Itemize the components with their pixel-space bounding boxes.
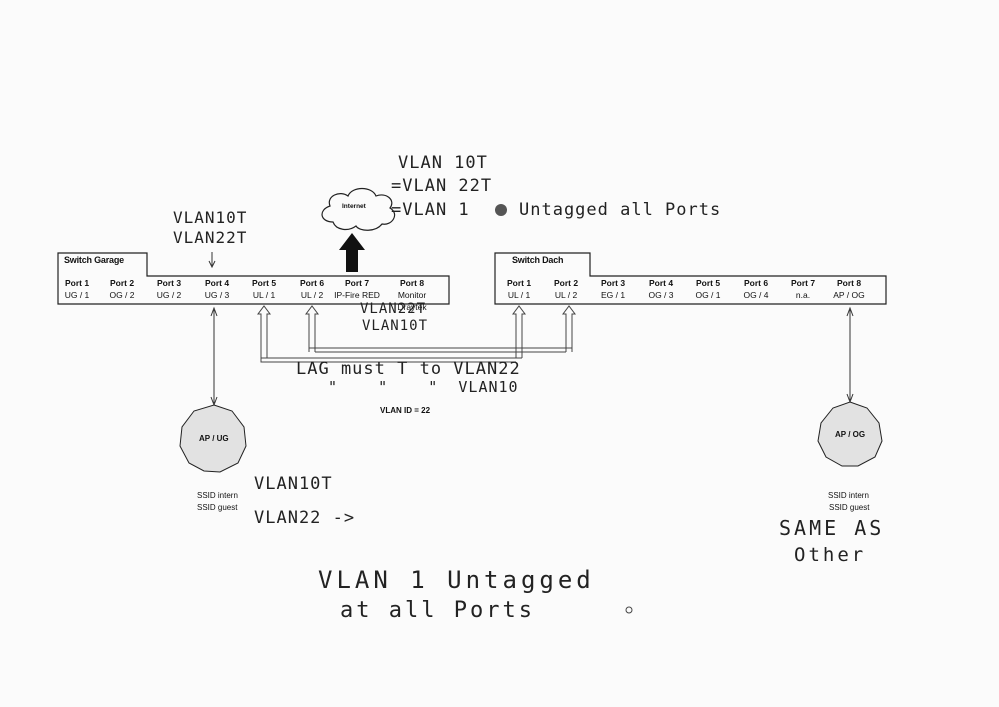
switch-dach-outline xyxy=(494,252,887,305)
port-name: Port 5 xyxy=(251,278,277,288)
note-port4-vlan22t: VLAN22T xyxy=(173,228,248,247)
port-assignment: AP / OG xyxy=(833,290,865,300)
note-bottom-all-ports: at all Ports xyxy=(340,598,535,623)
port-name: Port 6 xyxy=(743,278,769,288)
port-name: Port 1 xyxy=(64,278,90,288)
switch-garage-port-3: Port 3 UG / 2 xyxy=(144,277,194,301)
ap-ug-ssid-intern: SSID intern xyxy=(197,491,238,500)
port-assignment: UL / 2 xyxy=(300,290,324,300)
port-assignment: Monitor Draytek xyxy=(397,290,427,312)
switch-garage-port-2: Port 2 OG / 2 xyxy=(97,277,147,301)
port-assignment: n.a. xyxy=(795,290,811,300)
port-name: Port 5 xyxy=(695,278,721,288)
port-name: Port 7 xyxy=(790,278,816,288)
note-port7-vlan22t: VLAN22T xyxy=(360,301,427,317)
switch-dach-port-4: Port 4 OG / 3 xyxy=(636,277,686,301)
ap-og-ssid-guest: SSID guest xyxy=(829,503,870,512)
port-name: Port 2 xyxy=(109,278,135,288)
note-ap-og-other: Other xyxy=(794,544,867,566)
port-assignment: OG / 4 xyxy=(743,290,769,300)
port-assignment: OG / 3 xyxy=(648,290,674,300)
switch-dach-port-1: Port 1 UL / 1 xyxy=(494,277,544,301)
port-assignment: UG / 1 xyxy=(64,290,90,300)
internet-uplink-arrow xyxy=(339,233,365,272)
note-port7-vlan10t: VLAN10T xyxy=(362,318,429,334)
switch-dach-port-3: Port 3 EG / 1 xyxy=(588,277,638,301)
port-assignment: UG / 2 xyxy=(156,290,182,300)
port-name: Port 3 xyxy=(600,278,626,288)
port-name: Port 4 xyxy=(204,278,230,288)
switch-dach-port-6: Port 6 OG / 4 xyxy=(731,277,781,301)
note-internet-vlan1: =VLAN 1 xyxy=(391,200,470,220)
port-assignment: OG / 2 xyxy=(109,290,135,300)
lag-links xyxy=(257,305,576,363)
port-name: Port 6 xyxy=(299,278,325,288)
port-assignment: UL / 1 xyxy=(507,290,531,300)
switch-garage-port-1: Port 1 UG / 1 xyxy=(52,277,102,301)
port-assignment: OG / 1 xyxy=(695,290,721,300)
note-lag-vlan22: LAG must T to VLAN22 xyxy=(296,359,521,379)
switch-dach-title: Switch Dach xyxy=(512,255,564,265)
ap-og-shape xyxy=(817,401,883,467)
switch-garage-port-6: Port 6 UL / 2 xyxy=(287,277,337,301)
switch-garage-port-4: Port 4 UG / 3 xyxy=(192,277,242,301)
port-assignment: IP-Fire RED xyxy=(334,290,380,300)
switch-dach-port-2: Port 2 UL / 2 xyxy=(541,277,591,301)
port-assignment: UL / 1 xyxy=(252,290,276,300)
port-assignment: UG / 3 xyxy=(204,290,230,300)
port-name: Port 1 xyxy=(506,278,532,288)
port-name: Port 2 xyxy=(553,278,579,288)
note-internet-untagged: Untagged all Ports xyxy=(519,200,722,220)
switch-garage-title: Switch Garage xyxy=(64,255,124,265)
port-name: Port 4 xyxy=(648,278,674,288)
port-name: Port 8 xyxy=(836,278,862,288)
note-ap-og-same: SAME AS xyxy=(779,516,885,540)
ap-ug-ssid-guest: SSID guest xyxy=(197,503,238,512)
note-internet-vlan10t: VLAN 10T xyxy=(398,153,488,173)
ap-ug-shape xyxy=(179,404,247,473)
note-ssid-guest-vlan: VLAN22 -> xyxy=(254,508,356,528)
switch-dach-port-7: Port 7 n.a. xyxy=(778,277,828,301)
switch-garage-port-7: Port 7 IP-Fire RED xyxy=(332,277,382,301)
ap-ug-label: AP / UG xyxy=(199,434,229,443)
ap-og-label: AP / OG xyxy=(835,430,866,439)
port-name: Port 3 xyxy=(156,278,182,288)
note-ssid-intern-vlan: VLAN10T xyxy=(254,474,333,494)
note-bottom-vlan1: VLAN 1 Untagged xyxy=(318,566,595,594)
internet-cloud xyxy=(321,187,396,231)
switch-garage-port-5: Port 5 UL / 1 xyxy=(239,277,289,301)
switch-dach-port-5: Port 5 OG / 1 xyxy=(683,277,733,301)
vlan-id-label: VLAN ID = 22 xyxy=(380,406,431,415)
port-name: Port 8 xyxy=(399,278,425,288)
note-lag-vlan10: " " " VLAN10 xyxy=(328,378,519,396)
port-name: Port 7 xyxy=(344,278,370,288)
note-port4-vlan10t: VLAN10T xyxy=(173,208,248,227)
internet-label: Internet xyxy=(342,203,366,210)
switch-dach-port-8: Port 8 AP / OG xyxy=(824,277,874,301)
switch-garage-outline xyxy=(57,252,450,305)
note-internet-vlan22t: =VLAN 22T xyxy=(391,176,493,196)
port-assignment: EG / 1 xyxy=(600,290,626,300)
port-assignment: UL / 2 xyxy=(554,290,578,300)
switch-garage-port-8: Port 8 Monitor Draytek xyxy=(387,277,437,313)
ap-og-ssid-intern: SSID intern xyxy=(828,491,869,500)
